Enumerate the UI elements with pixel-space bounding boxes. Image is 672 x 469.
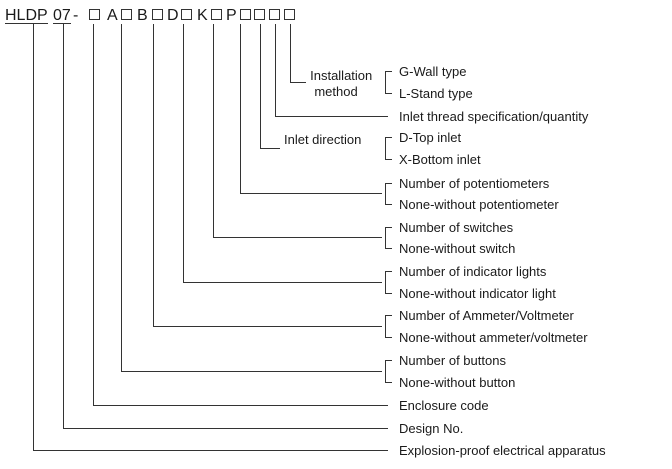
label-num-ammeter: Number of Ammeter/Voltmeter (399, 308, 575, 323)
option-labels: G-Wall type L-Stand type Inlet thread sp… (399, 64, 606, 458)
leader-thread (275, 24, 388, 117)
bracket-potentiometer (385, 183, 392, 205)
label-none-ammeter: None-without ammeter/voltmeter (399, 330, 588, 345)
code-box-enclosure (89, 9, 100, 20)
leader-indicator (183, 24, 382, 283)
code-box-switch (211, 9, 222, 20)
code-letter-k: K (197, 7, 208, 24)
label-design-no: Design No. (399, 421, 463, 436)
leader-direction (260, 24, 280, 149)
label-none-indicator-light: None-without indicator light (399, 286, 556, 301)
code-box-indicator (181, 9, 192, 20)
code-series: 07 (53, 7, 71, 24)
label-inlet-thread: Inlet thread specification/quantity (399, 109, 589, 124)
group-captions: Installation method Inlet direction (284, 68, 376, 147)
code-letter-b: B (137, 7, 148, 24)
label-num-potentiometers: Number of potentiometers (399, 176, 550, 191)
code-box-installation (284, 9, 295, 20)
label-num-indicator-lights: Number of indicator lights (399, 264, 547, 279)
leader-ammeter (153, 24, 382, 327)
label-num-switches: Number of switches (399, 220, 514, 235)
caption-inlet-direction: Inlet direction (284, 132, 361, 147)
caption-installation-word: Installation (310, 68, 372, 83)
leader-buttons (121, 24, 382, 372)
code-letter-p: P (226, 7, 237, 24)
brackets (385, 71, 392, 383)
label-stand-type: L-Stand type (399, 86, 473, 101)
code-letter-a: A (107, 7, 118, 24)
bracket-switch (385, 227, 392, 249)
bracket-ammeter (385, 315, 392, 338)
label-enclosure-code: Enclosure code (399, 398, 489, 413)
label-num-buttons: Number of buttons (399, 353, 506, 368)
code-box-buttons (121, 9, 132, 20)
label-wall-type: G-Wall type (399, 64, 466, 79)
bracket-installation (385, 71, 392, 94)
leader-potentiometer (240, 24, 382, 194)
leader-design (63, 24, 388, 429)
label-none-potentiometer: None-without potentiometer (399, 197, 559, 212)
label-none-switch: None-without switch (399, 241, 515, 256)
leader-lines (33, 24, 388, 451)
code-letter-d: D (167, 7, 179, 24)
bracket-buttons (385, 360, 392, 383)
code-prefix: HLDP (5, 7, 48, 24)
leader-enclosure (93, 24, 388, 406)
label-top-inlet: D-Top inlet (399, 130, 462, 145)
code-box-direction (254, 9, 265, 20)
leader-switch (213, 24, 382, 238)
caption-installation-method: Installation method (310, 68, 376, 99)
label-explosion-proof: Explosion-proof electrical apparatus (399, 443, 606, 458)
bracket-indicator (385, 271, 392, 294)
leader-installation (290, 24, 306, 83)
bracket-direction (385, 137, 392, 160)
code-box-potentiometer (240, 9, 251, 20)
code-box-thread (269, 9, 280, 20)
code-dash: - (73, 7, 78, 24)
leader-explosion (33, 24, 388, 451)
model-code: HLDP 07 - A B D K P (5, 7, 295, 24)
label-none-button: None-without button (399, 375, 515, 390)
label-bottom-inlet: X-Bottom inlet (399, 152, 481, 167)
caption-method-word: method (314, 84, 357, 99)
code-box-ammeter (152, 9, 163, 20)
